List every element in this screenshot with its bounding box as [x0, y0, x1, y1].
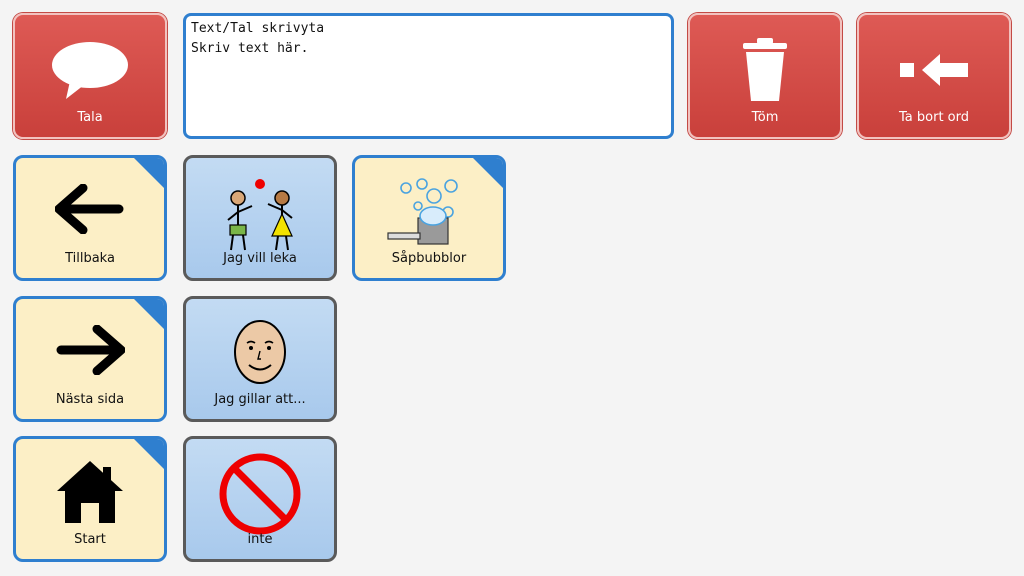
- message-text-area[interactable]: Text/Tal skrivyta Skriv text här.: [183, 13, 674, 139]
- not-label: inte: [247, 532, 273, 547]
- arrow-right-icon: [56, 325, 125, 375]
- play-button[interactable]: Jag vill leka: [183, 155, 337, 281]
- speak-button[interactable]: Tala: [13, 13, 167, 139]
- soap-bubbles-icon: [387, 178, 458, 245]
- folder-corner-marker: [133, 158, 164, 189]
- i-like-button[interactable]: Jag gillar att...: [183, 296, 337, 422]
- arrow-left-icon: [55, 184, 124, 234]
- next-page-label: Nästa sida: [55, 392, 125, 407]
- soap-bubbles-button[interactable]: Såpbubblor: [352, 155, 506, 281]
- delete-word-label: Ta bort ord: [899, 110, 969, 125]
- speech-bubble-icon: [52, 42, 128, 99]
- prohibition-icon: [219, 453, 301, 535]
- play-label: Jag vill leka: [223, 251, 297, 266]
- back-label: Tillbaka: [65, 251, 115, 266]
- children-playing-icon: [227, 179, 293, 251]
- folder-corner-marker: [472, 158, 503, 189]
- back-button[interactable]: Tillbaka: [13, 155, 167, 281]
- speak-label: Tala: [77, 110, 103, 125]
- clear-button[interactable]: Töm: [688, 13, 842, 139]
- next-page-button[interactable]: Nästa sida: [13, 296, 167, 422]
- folder-corner-marker: [133, 439, 164, 470]
- not-button[interactable]: inte: [183, 436, 337, 562]
- backspace-arrow-icon: [900, 54, 968, 86]
- soap-bubbles-label: Såpbubblor: [391, 251, 467, 266]
- house-icon: [57, 461, 123, 523]
- clear-label: Töm: [751, 110, 779, 125]
- trash-can-icon: [743, 38, 787, 101]
- home-button[interactable]: Start: [13, 436, 167, 562]
- folder-corner-marker: [133, 299, 164, 330]
- home-label: Start: [74, 532, 106, 547]
- text-area-line-1: Text/Tal skrivyta: [191, 21, 325, 36]
- smiling-face-icon: [234, 320, 286, 384]
- delete-word-button[interactable]: Ta bort ord: [857, 13, 1011, 139]
- text-area-line-2: Skriv text här.: [191, 41, 309, 56]
- i-like-label: Jag gillar att...: [214, 392, 306, 407]
